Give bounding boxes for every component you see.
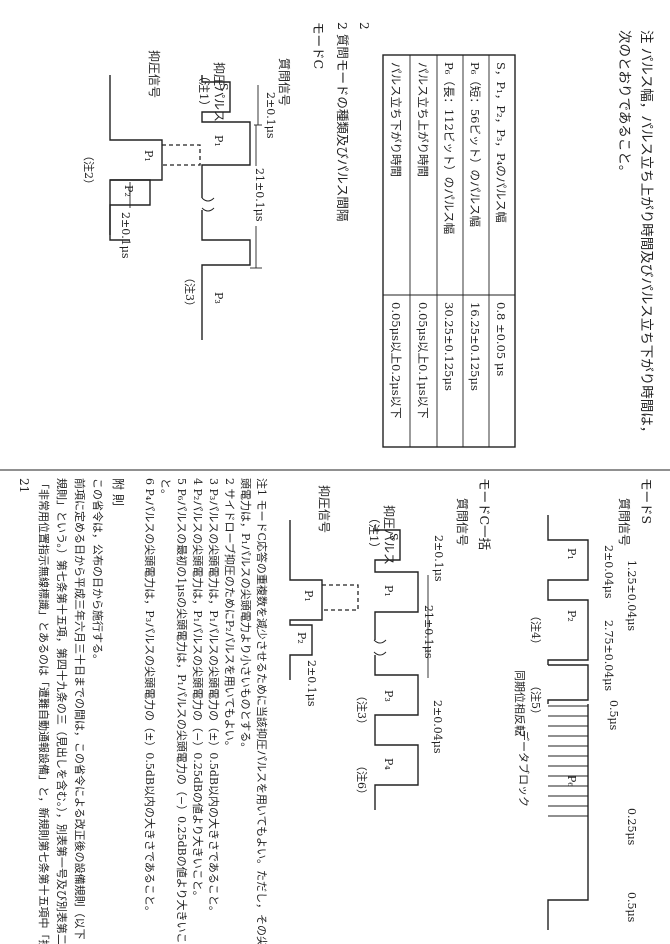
page-mark-top: 2 [357, 22, 371, 30]
modecall-waveform: S P₁ P₃ P₄ 2±0.1μs 21±0.1μs 2±0.04μs （注3… [355, 525, 445, 810]
table-value: 0.05μs以上0.2μs以下 [389, 302, 403, 419]
table-label: パルス立ち下がり時間 [389, 62, 403, 177]
table-label: P₆（短：56ビット）のパルス幅 [468, 62, 482, 227]
note-line: 注1 モードC応答の重複数を減少させるために当該抑圧パルスを用いてもよい。ただし… [255, 478, 269, 944]
note-line: 頭電力は，P₁パルスの尖頭電力より小さいものとする。 [239, 478, 252, 753]
table-label: P₆（長：112ビット）のパルス幅 [442, 62, 456, 234]
modec-dim-2: 21±0.1μs [253, 168, 266, 222]
modecall-title: モードC一括 [477, 478, 492, 550]
table-border [382, 54, 516, 448]
modecall-pulse-p4: P₄ [382, 758, 395, 770]
note-line: 2 サイドローブ抑圧のためにP₂パルスを用いてもよい。 [223, 478, 237, 752]
fusoku-line: 「非常用位置指示無線標識」とあるのは「遭難自動通報設備」と，新規則第七条第十五項… [37, 478, 51, 944]
modec-note2: （注2） [82, 150, 96, 190]
note-title: 注 パルス幅，パルス立ち上がり時間及びパルス立ち下がり時間は， [638, 30, 654, 439]
fusoku-line: 前項に定める日から平成三年六月三十日までの間は，この省令による改正後の設備規則（… [73, 478, 87, 944]
modes-dim-1: 2±0.04μs [602, 545, 615, 599]
modes-datablock-label: データブロック [517, 730, 531, 807]
modecall-sup-p2: P₂ [295, 632, 308, 644]
note-line: 5 P₆パルスの最初の1μsの尖頭電力は，P₁パルスの尖頭電力の（−）0.25d… [175, 478, 189, 944]
modec-pulse-s: S [217, 83, 230, 91]
note-line: 3 P₃パルスの尖頭電力は，P₁パルスの尖頭電力の（±）0.5dB以内の大きさで… [207, 478, 221, 917]
modes-pulse-p6: P₆ [565, 775, 578, 787]
page-mark-bottom: 21 [17, 478, 31, 493]
modecall-suppression-signal-label: 抑圧信号 [317, 485, 332, 533]
modes-dim-6: 0.5μs [625, 892, 638, 923]
table-value: 30.25±0.125μs [442, 302, 456, 391]
modes-note4: （注4） [529, 610, 543, 650]
modes-pulse-p2: P₂ [565, 610, 578, 622]
modec-suppression-signal-label: 抑圧信号 [147, 50, 162, 98]
table-label: パルス立ち上がり時間 [416, 62, 430, 177]
modec-signal-label: 質問信号 [277, 58, 292, 106]
modec-pulse-p1: P₁ [212, 135, 225, 147]
modes-dim-5: 0.25μs [625, 808, 638, 846]
modecall-pulse-s: S [387, 533, 400, 541]
modecall-dim-3: 2±0.04μs [431, 700, 444, 754]
note-line: と。 [159, 478, 172, 500]
modec-pulse-p3: P₃ [212, 292, 225, 304]
modecall-sup-p1: P₁ [302, 590, 315, 602]
modes-signal-label: 質問信号 [617, 498, 632, 546]
modec-sup-p2: P₂ [122, 185, 135, 197]
modec-note1: （注1） [197, 70, 211, 112]
fusoku-line: 規則」という。）第七条第十五項，第四十九条の三（見出しを含む。），別表第一号及び… [55, 478, 69, 944]
section2-title: 2 質問モードの種類及びパルス間隔 [335, 22, 350, 221]
modecall-dim-1: 2±0.1μs [432, 535, 445, 582]
modecall-note6: （注6） [355, 760, 369, 800]
modec-title: モードC [311, 22, 326, 69]
modes-dim-2: 2.75±0.04μs [602, 620, 615, 691]
modes-waveform: P₁ P₂ P₆ 2±0.04μs 2.75±0.04μs 1.25±0.04μ… [513, 515, 638, 930]
note-title-2: 次のとおりであること。 [616, 30, 632, 178]
modec-break-mark [201, 197, 215, 212]
modec-note3: （注3） [183, 272, 197, 312]
modecall-dim-2: 21±0.1μs [422, 605, 435, 659]
modecall-note1: （注1） [367, 512, 381, 554]
modec-suppression-waveform: P₁ P₂ 2±0.1μs （注2） [82, 75, 201, 259]
modes-note5: （注5） [529, 680, 543, 720]
table-value: 16.25±0.125μs [468, 302, 482, 391]
modes-dim-3: 1.25±0.04μs [625, 560, 638, 631]
table-value: 0.05μs以上0.1μs以下 [416, 302, 430, 419]
note-line: 4 P₂パルスの尖頭電力は，P₁パルスの尖頭電力の（−）0.25dBの値より大き… [191, 478, 205, 902]
modecall-signal-label: 質問信号 [455, 498, 470, 546]
modecall-pulse-p1: P₁ [382, 585, 395, 597]
note-line: 6 P₄パルスの尖頭電力は，P₃パルスの尖頭電力の（±）0.5dB以内の大きさで… [143, 478, 157, 917]
pulse-table: S，P₁，P₂，P₃，P₄のパルス幅 0.8 ±0.05 μs P₆（短：56ビ… [382, 54, 516, 448]
modec-waveform: S P₁ P₃ 2±0.1μs 21±0.1μs （注3） [183, 75, 277, 340]
modecall-suppression-waveform: P₁ P₂ 2±0.1μs [289, 520, 359, 707]
fusoku-line: この省令は，公布の日から施行する。 [91, 478, 105, 665]
table-label: S，P₁，P₂，P₃，P₄のパルス幅 [494, 62, 508, 223]
modes-pulse-p1: P₁ [565, 548, 578, 560]
modecall-pulse-p3: P₃ [382, 690, 395, 702]
modes-sync-label: 同期位相反転 [513, 670, 527, 736]
modec-sup-p1: P₁ [142, 150, 155, 162]
modecall-suppression-pulse-label: 抑圧パルス [382, 505, 397, 565]
modecall-note3: （注3） [355, 690, 369, 730]
modec-dim-3: 2±0.1μs [119, 212, 132, 259]
fusoku-title: 附 則 [111, 478, 125, 506]
modes-title: モードS [639, 478, 654, 524]
modec-suppression-pulse-label: 抑圧パルス [212, 62, 227, 122]
fusoku-block: 附 則 この省令は，公布の日から施行する。 前項に定める日から平成三年六月三十日… [37, 478, 125, 944]
modec-dim-1: 2±0.1μs [264, 92, 277, 139]
notes-block: 注1 モードC応答の重複数を減少させるために当該抑圧パルスを用いてもよい。ただし… [143, 478, 269, 944]
modes-dim-4: 0.5μs [607, 700, 620, 731]
modecall-dim-4: 2±0.1μs [305, 660, 318, 707]
table-value: 0.8 ±0.05 μs [494, 302, 508, 376]
